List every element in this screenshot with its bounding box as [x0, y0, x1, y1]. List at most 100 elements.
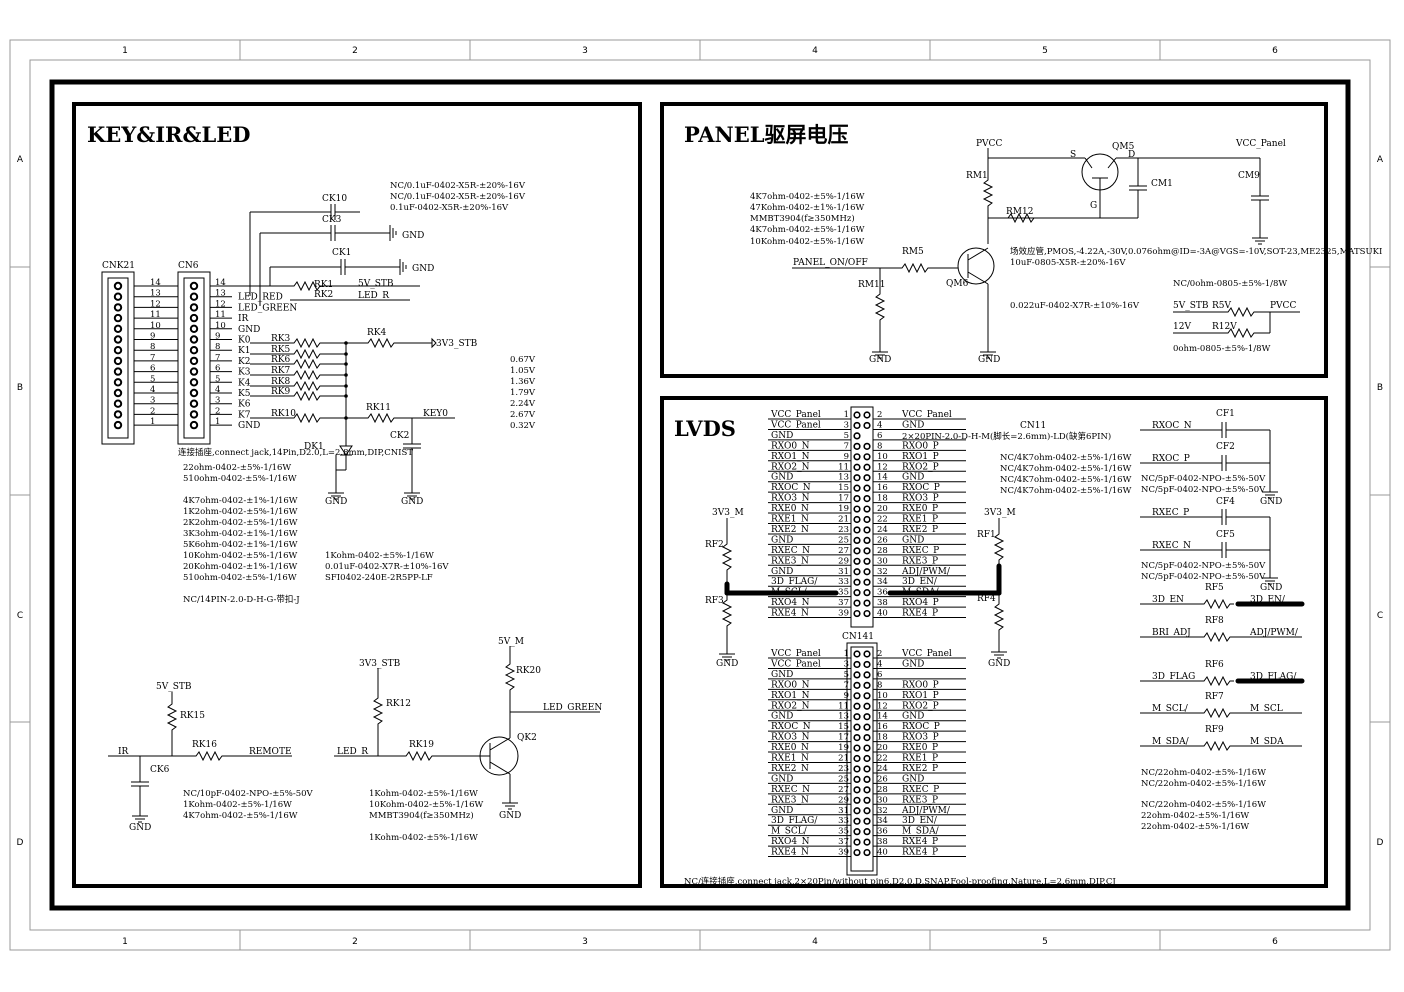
- ladder-resistor: [289, 370, 325, 380]
- pin-number: 20: [877, 504, 888, 514]
- pin-dot: [863, 765, 871, 773]
- pin-number: 7: [844, 441, 849, 451]
- rk15-label: RK15: [180, 711, 205, 721]
- note: 20Kohm-0402-±1%-1/16W: [183, 562, 298, 572]
- net-label: RXE0_N: [771, 743, 809, 753]
- rk12-label: RK12: [386, 699, 411, 709]
- ck6-label: CK6: [150, 765, 170, 775]
- pin-number: 33: [838, 577, 849, 587]
- pvcc-select-resistors: 5V_STB R5V PVCC 12V R12V: [1173, 301, 1300, 338]
- net-label: K7: [238, 410, 251, 420]
- pin-dot: [853, 744, 861, 752]
- pin-number: 8: [215, 342, 220, 352]
- pin-dot: [853, 536, 861, 545]
- panel-onoff-label: PANEL_ON/OFF: [793, 258, 868, 268]
- ladder-resistor: [289, 349, 325, 359]
- pin-dot: [863, 660, 871, 669]
- col-label: 2: [352, 46, 358, 56]
- pin-number: 4: [877, 659, 882, 669]
- pin-number: 12: [877, 701, 888, 711]
- note: 5K6ohm-0402-±1%-1/16W: [183, 540, 298, 550]
- net-label: RXO3_N: [771, 494, 810, 504]
- note: SFI0402-240E-2R5PP-LF: [325, 573, 433, 583]
- pin-dot: [113, 313, 123, 323]
- rf-series-resistors: RF5 3D_EN 3D_EN/ RF8 BRI_ADJ ADJ/PWM/ RF…: [1140, 583, 1305, 832]
- gnd-label: GND: [401, 497, 423, 507]
- net-label: RXO4_N: [771, 837, 810, 847]
- cf-filters: CF1 RXOC_N CF2 RXOC_P GND NC/5pF-0402-NP…: [1140, 409, 1282, 593]
- pvcc-label: PVCC: [976, 139, 1002, 149]
- cn141-connector: CN141: [842, 632, 878, 876]
- qk2-label: QK2: [517, 733, 537, 743]
- net-label: RXO4_N: [771, 598, 810, 608]
- gnd-label: GND: [716, 659, 738, 669]
- remote-label: REMOTE: [249, 747, 292, 757]
- col-label: 6: [1272, 46, 1278, 56]
- pin-number: 27: [838, 785, 849, 795]
- pin-number: 40: [877, 609, 888, 619]
- net-label: GND: [902, 535, 924, 545]
- net-label: K4: [238, 378, 251, 388]
- pin-dot: [853, 421, 861, 430]
- col-label: 4: [812, 937, 818, 947]
- net-label: RXOC_N: [771, 483, 811, 493]
- rk1-label: RK1: [314, 280, 333, 290]
- net-label: RXE3_N: [771, 556, 809, 566]
- col-label: 2: [352, 937, 358, 947]
- border-column-ticks: [10, 40, 1390, 950]
- pin-number: 17: [838, 733, 849, 743]
- pin-dot: [113, 324, 123, 333]
- pin-dot: [189, 367, 199, 376]
- pin-number: 1: [215, 417, 220, 427]
- net-label: RXEC_N: [771, 785, 810, 795]
- row-label: D: [17, 838, 24, 848]
- s-label: S: [1070, 150, 1076, 160]
- rk1-rk2-resistors: RK1 RK2 5V_STB LED_R: [232, 279, 420, 301]
- pin-dot: [863, 786, 871, 794]
- resistor-label: RK7: [271, 366, 291, 376]
- pin-number: 8: [150, 342, 155, 352]
- rk4-rk11: RK4 3V3_STB RK11 KEY0 CK2 GND DK1 GND: [304, 328, 478, 507]
- net-label: K0: [238, 336, 251, 346]
- pin-number: 11: [215, 310, 226, 320]
- 3d-en-label: 3D_EN/: [1250, 595, 1286, 605]
- note: 1Kohm-0402-±5%-1/16W: [325, 551, 434, 561]
- pin-dot: [863, 568, 871, 576]
- pin-number: 12: [150, 299, 161, 309]
- panel-section-frame: [660, 102, 1328, 378]
- note: 0.01uF-0402-X7R-±10%-16V: [325, 562, 449, 572]
- col-label: 5: [1042, 937, 1048, 947]
- pin-dot: [863, 848, 871, 857]
- pin-number: 39: [838, 609, 849, 619]
- cn6-label: CN6: [178, 261, 199, 271]
- pin-dot: [189, 420, 199, 430]
- pin-dot: [863, 807, 871, 815]
- pin-number: 14: [877, 712, 888, 722]
- net-label: RXO1_P: [902, 691, 939, 701]
- pin-number: 19: [838, 504, 849, 514]
- pin-dot: [853, 650, 861, 658]
- row-label: C: [17, 611, 23, 621]
- rf2-rf3-pullups: 3V3_M RF2 RF3 GND: [705, 508, 839, 669]
- net-label: IR: [238, 314, 249, 324]
- resistor-label: RK5: [271, 345, 291, 355]
- pin-number: 7: [150, 353, 155, 363]
- row-label: A: [17, 155, 24, 165]
- pin-dot: [189, 356, 199, 366]
- cnk21-label: CNK21: [102, 261, 135, 271]
- note: 510ohm-0402-±5%-1/16W: [183, 474, 297, 484]
- pin-dot: [113, 303, 123, 312]
- pin-number: 6: [877, 670, 882, 680]
- row-label: B: [17, 383, 23, 393]
- net-label: RXO3_P: [902, 733, 939, 743]
- net-label: RXE3_P: [902, 795, 938, 805]
- pin-dot: [863, 589, 871, 597]
- voltage: 0.32V: [510, 421, 536, 431]
- pin-number: 5: [215, 374, 220, 384]
- net-label: RXE4_P: [902, 837, 938, 847]
- mosfet-note: 场效应管,PMOS,-4.22A,-30V,0.076ohm@ID=-3A@VG…: [1010, 246, 1382, 257]
- pin-number: 30: [877, 556, 888, 566]
- net-label: RXE1_P: [902, 515, 938, 525]
- pin-number: 2: [150, 406, 155, 416]
